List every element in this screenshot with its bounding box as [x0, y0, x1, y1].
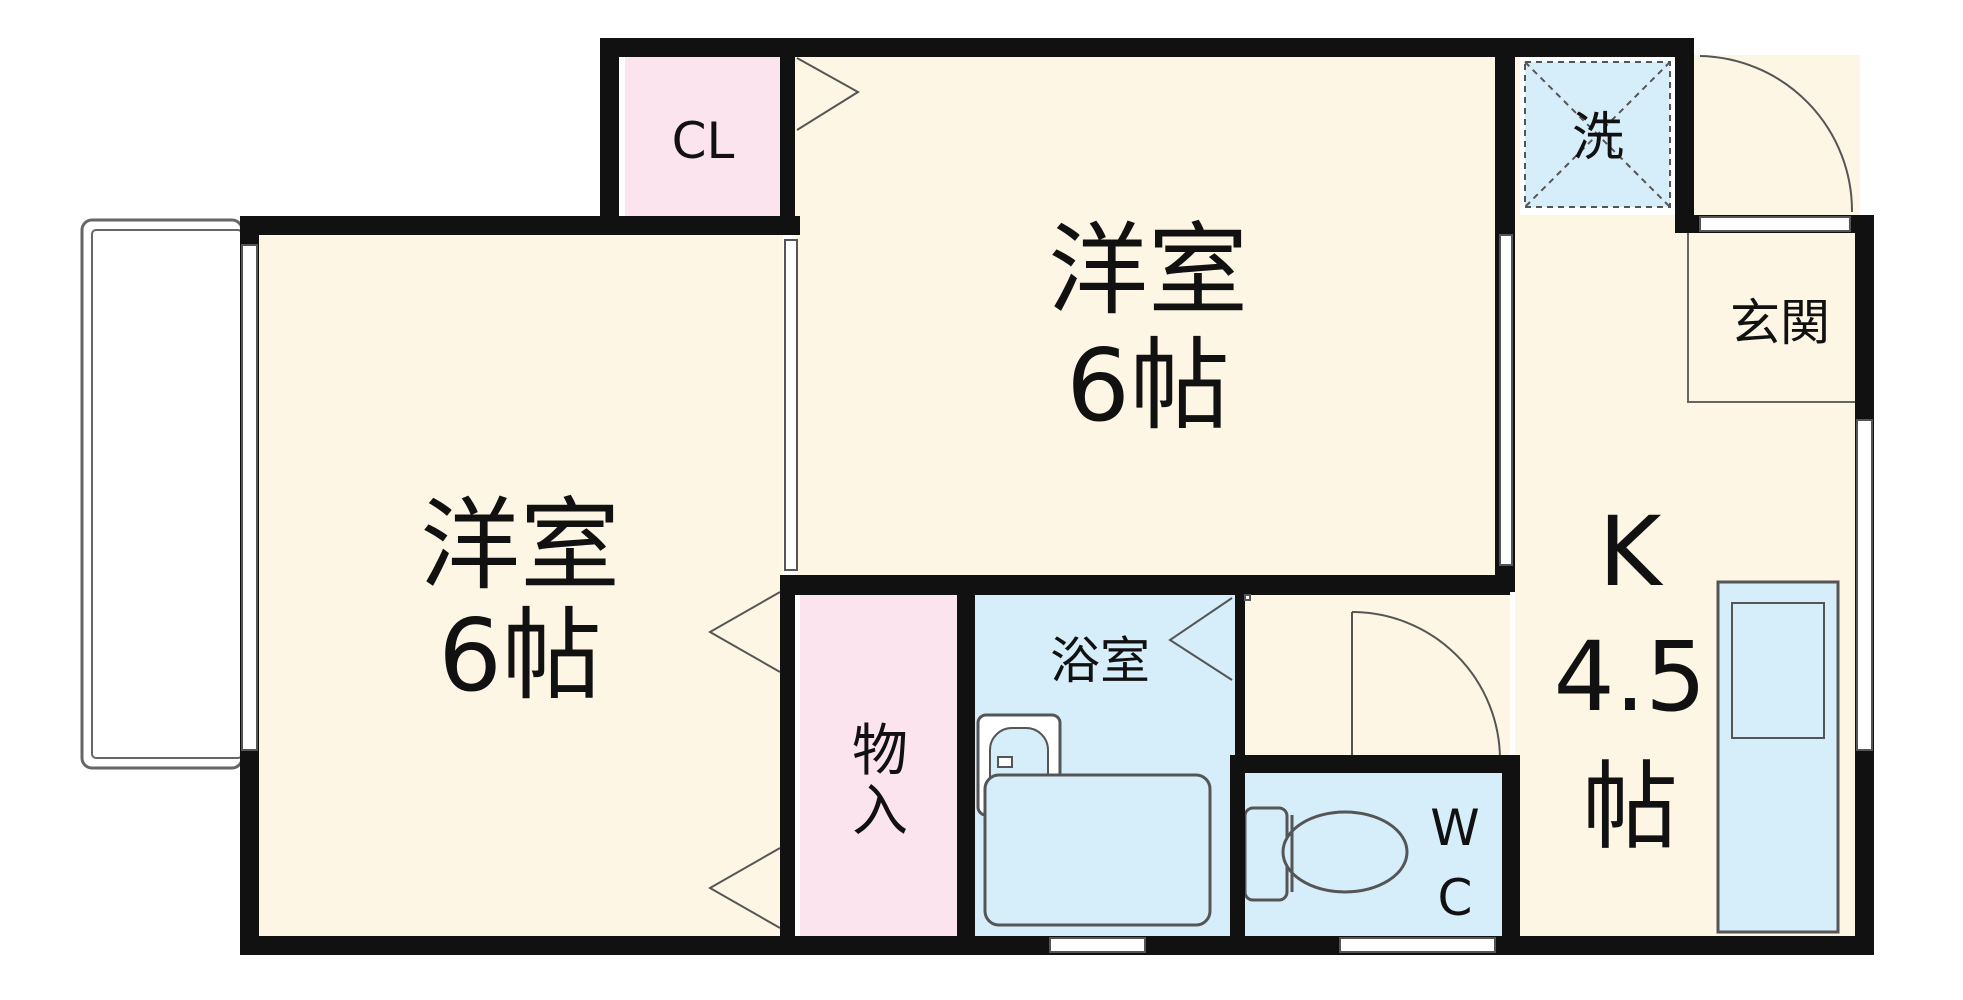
washer-space: [1524, 61, 1671, 208]
label-entrance: 玄関: [1730, 294, 1830, 352]
label-storage-line1: 物: [852, 719, 908, 784]
floor-hall: [1240, 595, 1510, 755]
label-washer: 洗: [1572, 108, 1624, 168]
label-toilet-line2: C: [1438, 869, 1473, 927]
floor-storage: [800, 595, 960, 937]
label-kitchen-line3: 帖: [1582, 751, 1678, 863]
label-bathroom: 浴室: [1050, 632, 1150, 690]
label-kitchen-line2: 4.5: [1554, 621, 1707, 733]
label-closet: CL: [672, 112, 735, 170]
storage-doors: [707, 591, 781, 929]
floor-closet: [625, 55, 790, 218]
label-western-room-top-name: 洋室: [1048, 212, 1248, 329]
label-kitchen-line1: K: [1599, 496, 1664, 608]
windows: [241, 216, 1873, 953]
label-western-room-top-size: 6帖: [1066, 327, 1230, 444]
kitchen-counter: [1716, 580, 1840, 934]
bathtub: [983, 773, 1212, 927]
balcony: [80, 218, 244, 770]
toilet-door: [1351, 611, 1501, 761]
floor-western-room-left: [255, 235, 783, 937]
label-western-room-left-size: 6帖: [438, 597, 602, 714]
bath-door: [1168, 597, 1233, 681]
label-western-room-left-name: 洋室: [420, 487, 620, 604]
closet-door: [796, 57, 860, 131]
label-storage-line2: 入: [852, 779, 908, 844]
floor-western-room-top: [795, 55, 1503, 580]
label-toilet-line1: W: [1430, 799, 1479, 857]
